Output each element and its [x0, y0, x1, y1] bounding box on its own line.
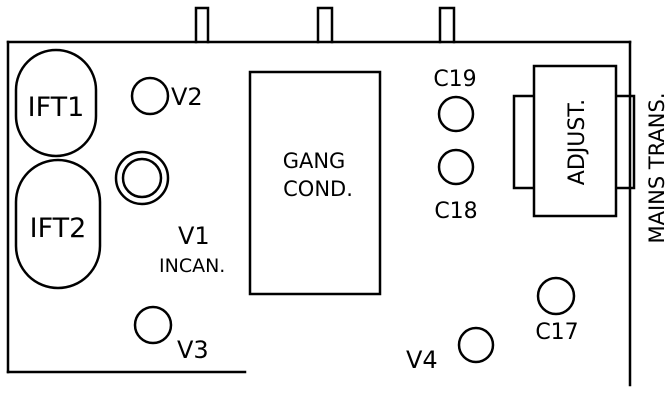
v1-incan-label: INCAN. — [159, 255, 225, 277]
adjust-label: ADJUST. — [565, 99, 590, 185]
v1-can-outer — [114, 150, 170, 206]
v2-label: V2 — [171, 83, 203, 111]
gang-condenser-outline — [248, 70, 382, 296]
ift1-outline — [14, 48, 98, 158]
v4-label: V4 — [406, 346, 438, 374]
c17-outline — [536, 276, 576, 316]
control-shaft-1 — [194, 6, 210, 44]
chassis-outline — [6, 40, 632, 387]
ift1-label: IFT1 — [28, 92, 85, 123]
gang-label-line2: COND. — [283, 177, 353, 201]
c19-label: C19 — [433, 67, 476, 92]
v3-label: V3 — [177, 336, 209, 364]
ift2-outline — [14, 158, 102, 290]
v3-socket — [133, 305, 173, 345]
mains-transformer-winding — [532, 64, 618, 218]
v2-socket — [130, 76, 170, 116]
c19-outline — [437, 95, 475, 133]
v1-can-inner — [121, 157, 163, 199]
c18-outline — [437, 148, 475, 186]
mains-trans-label: MAINS TRANS. — [645, 92, 669, 243]
control-shaft-3 — [438, 6, 456, 44]
control-shafts — [194, 6, 456, 44]
v1-label: V1 — [178, 222, 210, 250]
c17-label: C17 — [535, 320, 578, 345]
v4-socket — [457, 326, 495, 364]
gang-label-line1: GANG — [283, 149, 346, 173]
ift2-label: IFT2 — [30, 213, 87, 244]
control-shaft-2 — [316, 6, 334, 44]
c18-label: C18 — [434, 199, 477, 224]
